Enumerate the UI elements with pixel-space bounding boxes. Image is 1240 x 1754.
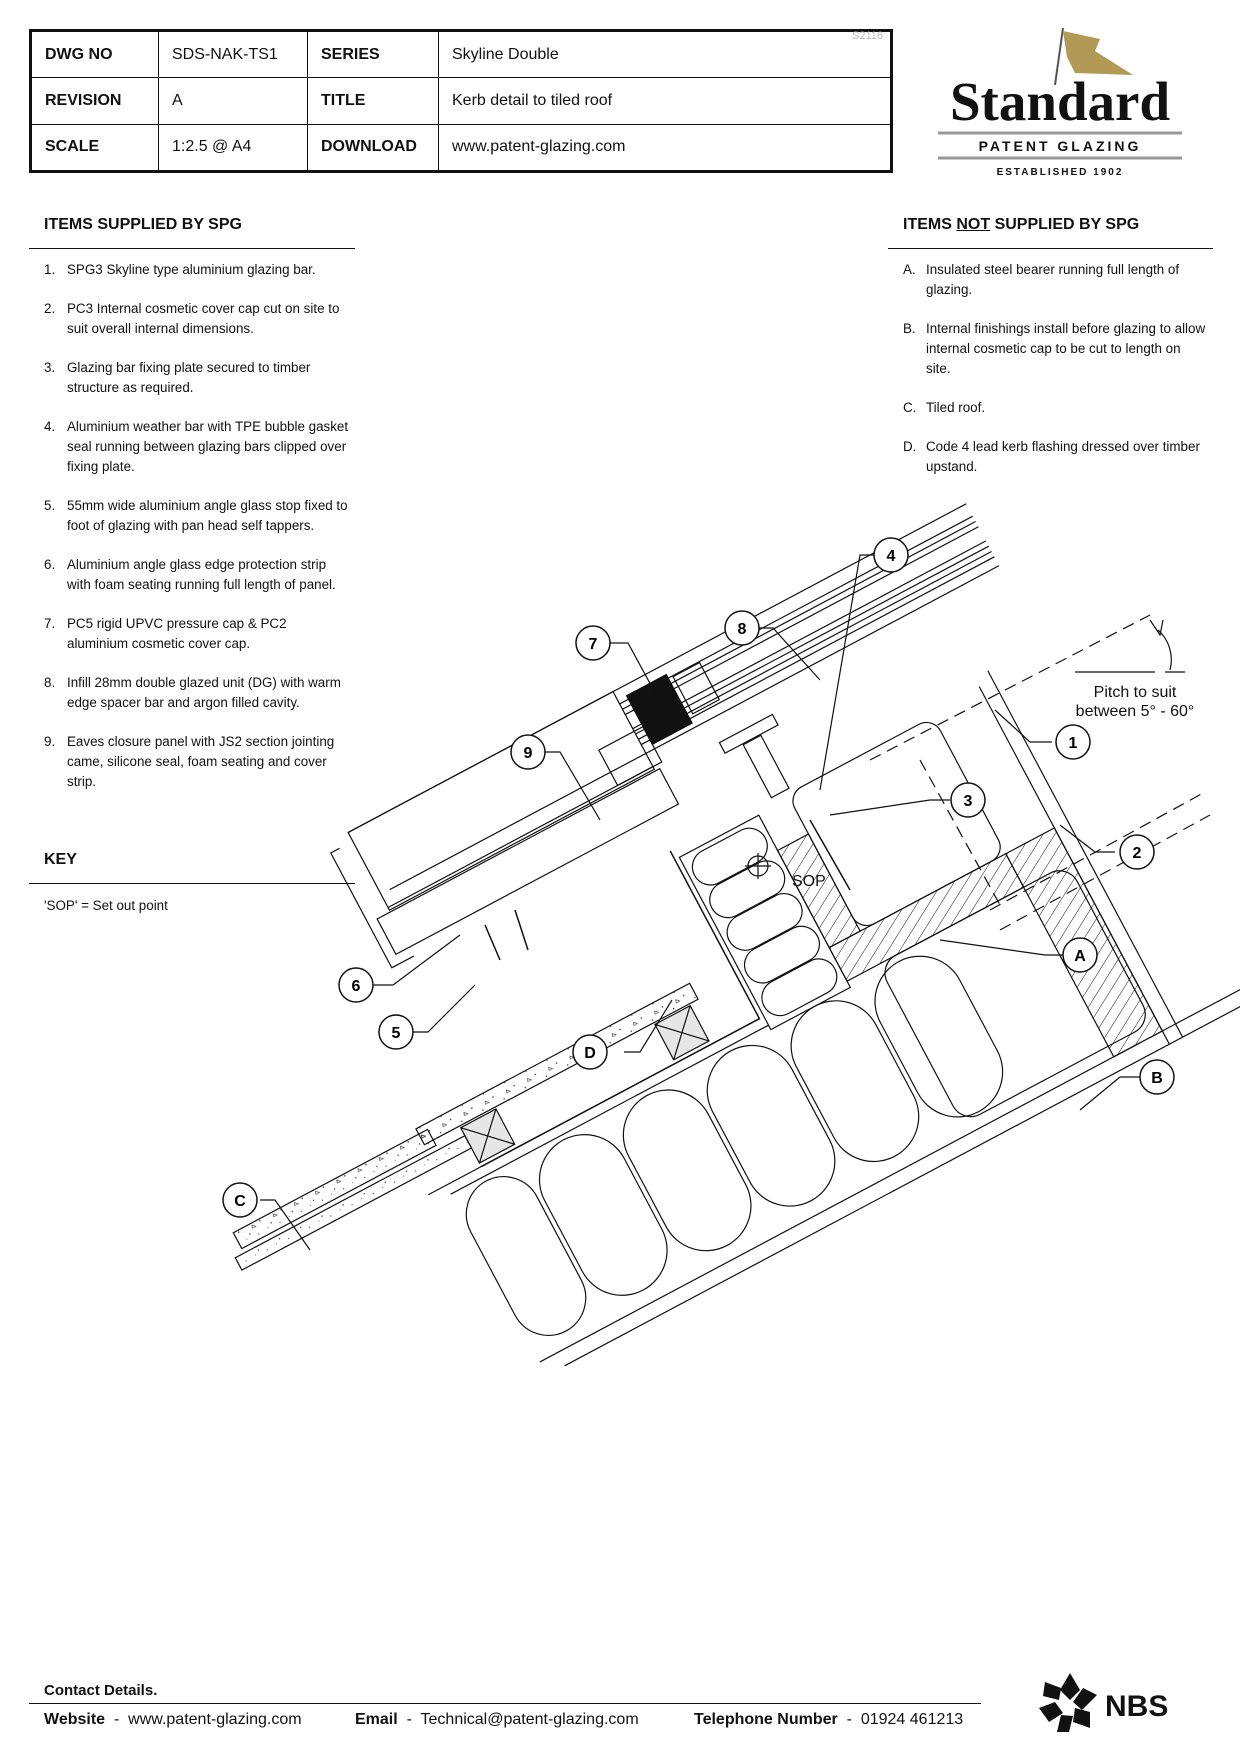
callouts: 4 8 7 9 1 3 2 A B D C 6 5: [222, 537, 1175, 1218]
list-item: 7.PC5 rigid UPVC pressure cap & PC2 alum…: [44, 616, 287, 651]
insulation-upper: [691, 827, 838, 1017]
nbs-star-icon: [1039, 1673, 1097, 1732]
svg-text:3: 3: [964, 793, 973, 810]
callout-5: 5: [378, 1014, 414, 1050]
logo-subtitle: PATENT GLAZING: [979, 138, 1142, 154]
footer-rule: [29, 1703, 981, 1704]
svg-text:1: 1: [1069, 735, 1078, 752]
callout-c: C: [222, 1182, 258, 1218]
pitch-label-line2: between 5° - 60°: [1076, 703, 1195, 720]
website-contact: Website - www.patent-glazing.com: [44, 1711, 302, 1728]
svg-text:5: 5: [392, 1025, 401, 1042]
svg-text:7: 7: [589, 636, 598, 653]
list-item: 4.Aluminium weather bar with TPE bubble …: [44, 419, 349, 474]
svg-text:9: 9: [524, 745, 533, 762]
phone-number: 01924 461213: [860, 1711, 964, 1728]
battens: [459, 1004, 710, 1164]
phone-contact: Telephone Number - 01924 461213: [694, 1711, 964, 1728]
callout-d: D: [572, 1034, 608, 1070]
list-item: 1.SPG3 Skyline type aluminium glazing ba…: [44, 262, 316, 277]
callout-1: 1: [1055, 724, 1091, 760]
title-value: Kerb detail to tiled roof: [438, 77, 891, 125]
key-text: 'SOP' = Set out point: [44, 898, 168, 913]
pitch-label-line1: Pitch to suit: [1094, 684, 1177, 701]
flag-icon: [1054, 27, 1133, 86]
download-label: DOWNLOAD: [307, 123, 439, 172]
leader-lines: [260, 554, 1140, 1251]
contact-heading: Contact Details.: [44, 1682, 158, 1699]
logo-established: ESTABLISHED 1902: [997, 167, 1124, 178]
sop-label: SOP: [792, 873, 826, 890]
nbs-logo: NBS: [1039, 1673, 1168, 1732]
dwg-no-value: SDS-NAK-TS1: [158, 30, 308, 79]
roof-tiles: [232, 982, 699, 1271]
callout-9: 9: [510, 734, 546, 770]
nbs-wordmark: NBS: [1105, 1690, 1168, 1723]
callout-a: A: [1062, 937, 1098, 973]
scale-label: SCALE: [31, 123, 159, 172]
sheet-reference: S2116: [852, 30, 883, 42]
list-item: B.Internal finishings install before gla…: [903, 321, 1206, 376]
svg-text:A: A: [1074, 948, 1086, 965]
callout-8: 8: [724, 610, 760, 646]
not-supplied-heading-rule: [888, 248, 1213, 249]
svg-text:D: D: [584, 1045, 596, 1062]
title-block: DWG NO SDS-NAK-TS1 SERIES Skyline Double…: [29, 29, 893, 173]
screw-icon: [484, 819, 851, 961]
logo-wordmark: Standard: [950, 71, 1170, 132]
callout-7: 7: [575, 625, 611, 661]
svg-text:6: 6: [352, 978, 361, 995]
list-item: 8.Infill 28mm double glazed unit (DG) wi…: [44, 675, 341, 710]
scale-value: 1:2.5 @ A4: [158, 123, 308, 172]
svg-text:C: C: [234, 1193, 246, 1210]
list-item: 2.PC3 Internal cosmetic cover cap cut on…: [44, 301, 340, 336]
svg-text:2: 2: [1133, 845, 1142, 862]
list-item: 9.Eaves closure panel with JS2 section j…: [44, 734, 335, 789]
pitch-indicator: [869, 614, 1211, 931]
glazing-system: [329, 503, 1000, 969]
email-link[interactable]: Technical@patent-glazing.com: [420, 1711, 639, 1728]
list-item: 3.Glazing bar fixing plate secured to ti…: [44, 360, 311, 395]
not-supplied-heading: ITEMS NOT SUPPLIED BY SPG: [903, 216, 1140, 233]
callout-6: 6: [338, 967, 374, 1003]
list-item: A.Insulated steel bearer running full le…: [903, 262, 1180, 297]
callout-b: B: [1139, 1059, 1175, 1095]
list-item: C.Tiled roof.: [903, 400, 986, 415]
list-item: 5.55mm wide aluminium angle glass stop f…: [44, 498, 348, 533]
set-out-point-icon: [745, 853, 771, 879]
title-label: TITLE: [307, 77, 439, 125]
supplied-heading-rule: [29, 248, 355, 249]
key-heading-rule: [29, 883, 355, 884]
email-contact: Email - Technical@patent-glazing.com: [355, 1711, 639, 1728]
website-link[interactable]: www.patent-glazing.com: [128, 1711, 302, 1728]
svg-text:8: 8: [738, 621, 747, 638]
supplied-heading: ITEMS SUPPLIED BY SPG: [44, 216, 242, 233]
svg-text:B: B: [1151, 1070, 1163, 1087]
callout-2: 2: [1119, 834, 1155, 870]
standard-patent-glazing-logo: Standard PATENT GLAZING ESTABLISHED 1902: [938, 27, 1182, 178]
timber-structure: [232, 670, 1240, 1367]
download-link[interactable]: www.patent-glazing.com: [438, 123, 891, 172]
callout-3: 3: [950, 782, 986, 818]
callout-4: 4: [873, 537, 909, 573]
list-item: D.Code 4 lead kerb flashing dressed over…: [903, 439, 1200, 474]
key-heading: KEY: [44, 851, 77, 868]
not-supplied-list: A.Insulated steel bearer running full le…: [903, 260, 1208, 496]
supplied-list: 1.SPG3 Skyline type aluminium glazing ba…: [44, 260, 349, 811]
insulation-lower: [465, 955, 1004, 1337]
list-item: 6.Aluminium angle glass edge protection …: [44, 557, 336, 592]
svg-text:4: 4: [887, 548, 896, 565]
